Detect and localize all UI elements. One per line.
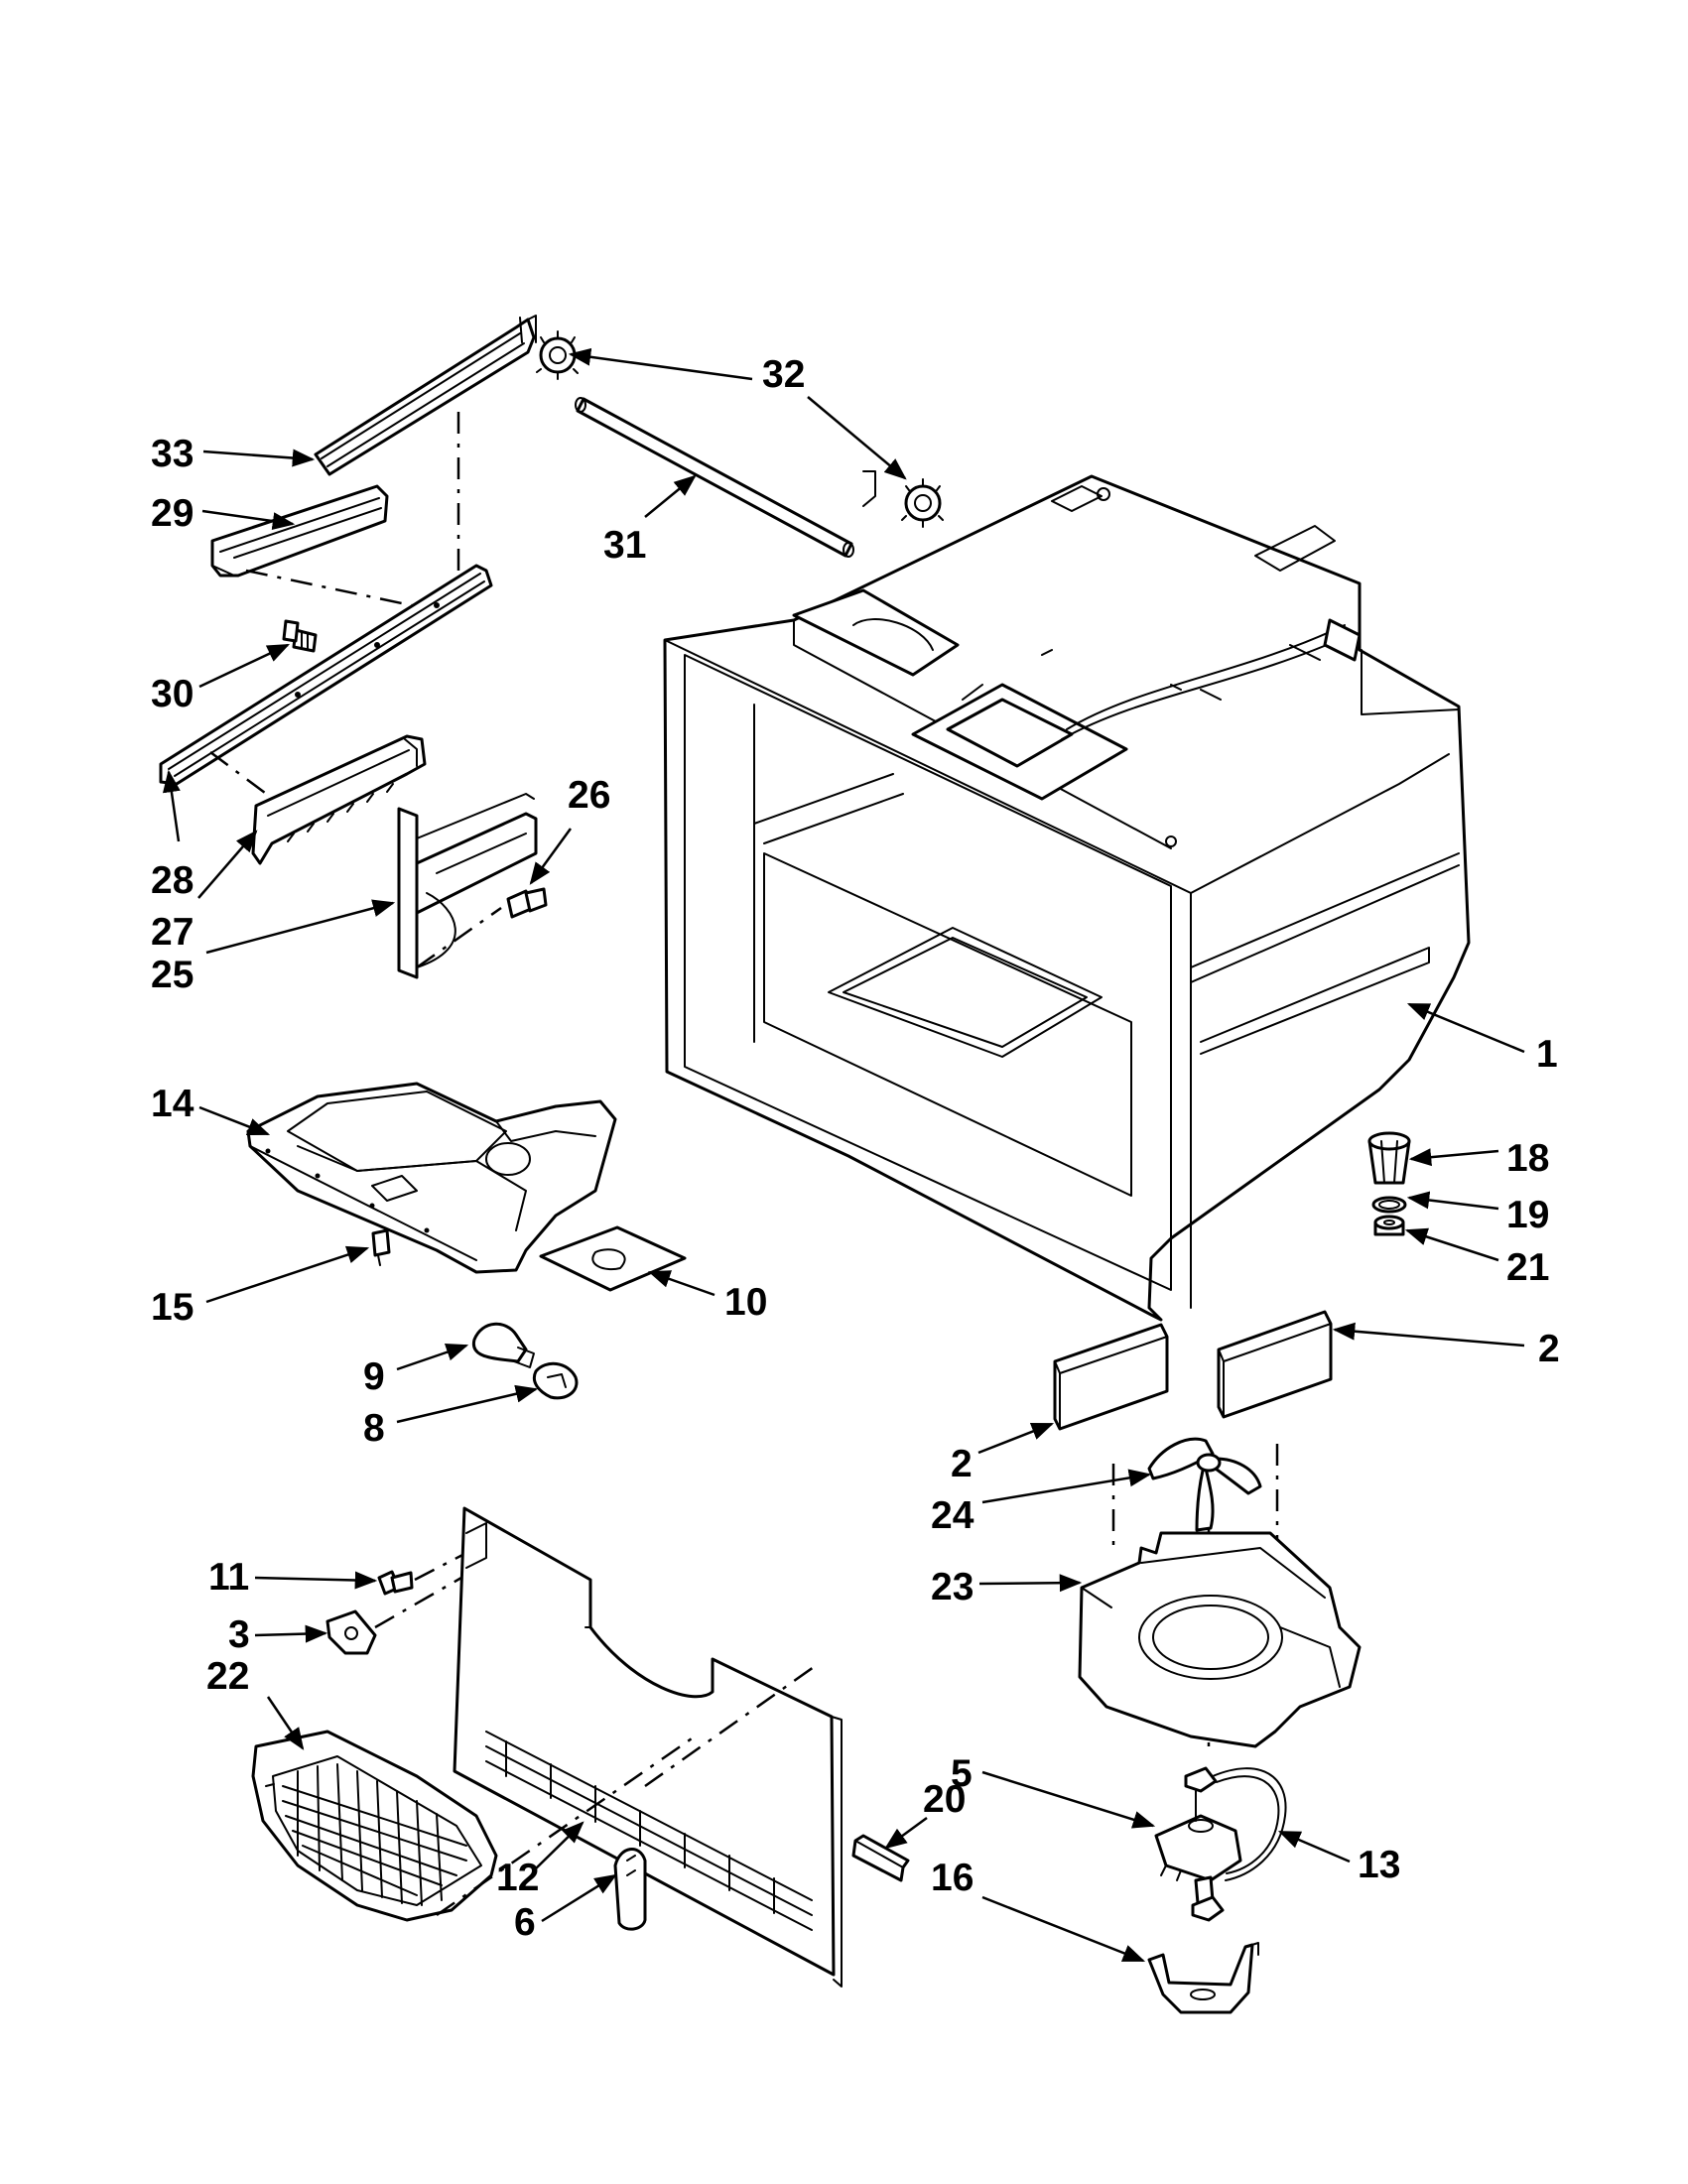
callout-5: 5	[951, 1752, 973, 1795]
part-3-control	[325, 1609, 377, 1655]
part-19-ring	[1371, 1196, 1407, 1214]
callout-30: 30	[151, 673, 194, 715]
part-12-screw	[377, 1570, 414, 1596]
part-31-shaft	[575, 397, 854, 558]
part-5-fan-motor	[1154, 1766, 1242, 1922]
callout-6: 8	[363, 1407, 385, 1450]
callout-9: 9	[363, 1355, 385, 1398]
callout-10: 10	[724, 1281, 767, 1324]
callout-12: 11	[208, 1556, 249, 1599]
part-25-side-bracket	[397, 793, 538, 979]
part-21-grommet	[1373, 1215, 1405, 1236]
part-22-grille	[251, 1730, 498, 1922]
part-14-housing	[246, 1082, 617, 1274]
part-23-fan-shroud	[1078, 1531, 1362, 1748]
leader-lines	[162, 347, 1525, 1963]
callout-11: 12	[496, 1857, 539, 1899]
callout-31: 31	[603, 524, 646, 567]
callout-23: 23	[931, 1566, 974, 1608]
part-33-slide-rail	[314, 315, 537, 476]
callout-27: 27	[151, 911, 194, 954]
part-1-freezer-liner	[663, 474, 1471, 1322]
part-16-clip	[371, 1228, 391, 1266]
part-20-strip	[851, 1834, 910, 1882]
callout-19: 19	[1506, 1194, 1549, 1236]
callout-24: 24	[931, 1494, 974, 1537]
part-24-fan-blade	[1147, 1437, 1262, 1532]
part-9-light-bulb	[471, 1322, 535, 1368]
callout-14: 14	[151, 1083, 195, 1125]
part-18-cap	[1367, 1131, 1411, 1185]
callout-25: 25	[151, 954, 194, 996]
callout-13: 13	[1358, 1844, 1400, 1886]
callout-29: 29	[151, 492, 194, 535]
part-28-slide-rail	[159, 564, 493, 786]
part-2-filter-pad	[1053, 1310, 1333, 1431]
part-8-clip	[613, 1848, 647, 1931]
callout-21: 21	[1506, 1246, 1549, 1289]
callout-15: 16	[931, 1857, 974, 1899]
callout-2-top: 2	[1538, 1328, 1560, 1370]
callout-22: 22	[206, 1655, 249, 1698]
callout-2-left: 2	[951, 1443, 973, 1485]
callout-8: 6	[514, 1901, 536, 1944]
part-11-rear-panel	[453, 1506, 843, 1988]
part-6-light-socket	[532, 1361, 579, 1400]
callout-1: 1	[1536, 1033, 1558, 1076]
part-29-rail-bracket	[210, 484, 389, 578]
callout-32: 32	[762, 353, 805, 396]
callout-16: 15	[151, 1286, 194, 1329]
callout-33: 33	[151, 433, 194, 475]
callout-20: 20	[923, 1778, 966, 1821]
part-15-motor-bracket	[1147, 1942, 1259, 2014]
part-26-screw	[506, 887, 548, 919]
part-30-screw	[282, 619, 318, 653]
part-13-wire-harness	[1212, 1767, 1287, 1881]
callout-18: 18	[1506, 1137, 1549, 1180]
part-10-label	[539, 1225, 687, 1292]
callout-28: 28	[151, 859, 194, 902]
part-27-bracket	[251, 734, 427, 865]
callout-26: 26	[568, 774, 610, 817]
callout-labels: 32 33 29 31 30 26 28 27 25 14 1 18 19 21…	[151, 353, 1560, 1944]
callout-3: 3	[228, 1613, 250, 1656]
